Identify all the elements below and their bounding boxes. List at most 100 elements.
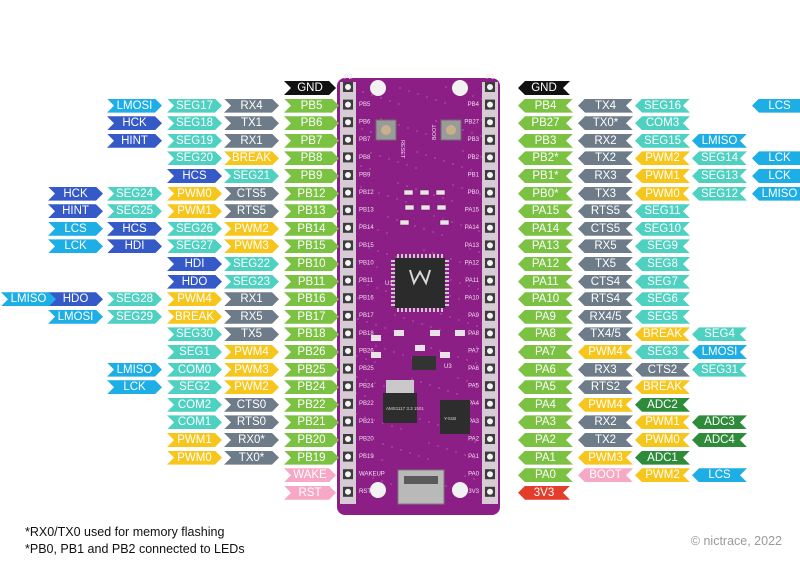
pcb-texture-dot — [421, 323, 423, 325]
mcu-pin — [445, 264, 449, 266]
header-pad-left — [345, 454, 351, 460]
silk-label-right: PA1 — [468, 454, 480, 460]
smd-component — [440, 220, 449, 225]
pcb-texture-dot — [397, 161, 399, 163]
pin-tag-tx5: TX5 — [578, 257, 633, 271]
pin-tag-pwm1: PWM1 — [167, 204, 222, 218]
pin-tag-pwm1: PWM1 — [635, 415, 690, 429]
pcb-texture-dot — [459, 261, 461, 263]
mcu-pin — [417, 308, 419, 312]
pin-tag-gnd: GND — [284, 81, 336, 95]
pcb-texture-dot — [480, 135, 482, 137]
mcu-pin — [433, 254, 435, 258]
pin-tag-pb20: PB20 — [284, 433, 339, 447]
smd-component — [371, 352, 381, 358]
pin-tag-com2: COM2 — [167, 398, 222, 412]
pcb-texture-dot — [425, 133, 427, 135]
usb-connector — [398, 470, 444, 504]
pcb-texture-dot — [385, 290, 387, 292]
pin-tag-hcs: HCS — [107, 222, 162, 236]
pin-tag-seg17: SEG17 — [167, 99, 222, 113]
silk-label-right: PA12 — [465, 260, 480, 266]
pcb-texture-dot — [450, 258, 452, 260]
silk-label-left: WAKEUP — [359, 472, 385, 478]
header-pad-left — [345, 119, 351, 125]
mcu-pin — [445, 276, 449, 278]
pcb-texture-dot — [447, 390, 449, 392]
pin-tag-seg1: SEG1 — [167, 345, 222, 359]
pcb-texture-dot — [464, 475, 466, 477]
pcb-texture-dot — [434, 157, 436, 159]
pin-tag-seg28: SEG28 — [107, 292, 162, 306]
pin-tag-lmosi: LMOSI — [48, 310, 103, 324]
pcb-texture-dot — [414, 225, 416, 227]
pin-tag-rst: RST — [284, 486, 336, 500]
pcb-texture-dot — [409, 452, 411, 454]
pcb-texture-dot — [398, 103, 400, 105]
pcb-texture-dot — [468, 285, 470, 287]
pcb-texture-dot — [452, 163, 454, 165]
pin-tag-pb21: PB21 — [284, 415, 339, 429]
pcb-texture-dot — [408, 90, 410, 92]
header-pad-right — [487, 207, 493, 213]
pcb-texture-dot — [460, 224, 462, 226]
pin-tag-rx5: RX5 — [224, 310, 279, 324]
pcb-texture-dot — [449, 316, 451, 318]
pin-tag-cts5: CTS5 — [224, 187, 279, 201]
pin-tag-tx2: TX2 — [578, 433, 633, 447]
pin-tag-seg22: SEG22 — [224, 257, 279, 271]
pin-tag-tx0-: TX0* — [224, 451, 279, 465]
pcb-texture-dot — [430, 326, 432, 328]
pin-tag-pa2: PA2 — [518, 433, 573, 447]
pcb-texture-dot — [451, 221, 453, 223]
crystal — [412, 356, 436, 370]
u1-label: U1 — [385, 281, 393, 287]
boot-label: BOOT — [432, 124, 438, 140]
pin-tag-pb4: PB4 — [518, 99, 573, 113]
pin-tag-rx4: RX4 — [224, 99, 279, 113]
pcb-texture-dot — [356, 355, 358, 357]
pin-tag-pb9: PB9 — [284, 169, 339, 183]
pcb-texture-dot — [391, 446, 393, 448]
mcu-pin — [405, 308, 407, 312]
pcb-texture-dot — [362, 91, 364, 93]
pin-tag-lck: LCK — [48, 239, 103, 253]
pcb-texture-dot — [437, 445, 439, 447]
pcb-texture-dot — [432, 231, 434, 233]
pcb-texture-dot — [399, 87, 401, 89]
header-pad-left — [345, 242, 351, 248]
silk-label-left: PB12 — [359, 190, 374, 196]
mcu-pin — [409, 308, 411, 312]
silk-label-left: PB13 — [359, 208, 374, 214]
pin-tag-pa7: PA7 — [518, 345, 573, 359]
pcb-texture-dot — [478, 251, 480, 253]
mcu-pin — [445, 284, 449, 286]
pcb-texture-dot — [367, 284, 369, 286]
pin-tag-pwm0: PWM0 — [167, 451, 222, 465]
header-pad-left — [345, 471, 351, 477]
pcb-texture-dot — [472, 95, 474, 97]
header-pad-left — [345, 366, 351, 372]
pin-tag-lcs: LCS — [752, 99, 800, 113]
boot-button — [446, 125, 456, 135]
pcb-texture-dot — [455, 451, 457, 453]
pin-tag-break: BREAK — [635, 380, 690, 394]
pin-tag-adc1: ADC1 — [635, 451, 690, 465]
header-pad-left — [345, 401, 351, 407]
pin-tag-pb6: PB6 — [284, 116, 339, 130]
header-pad-right — [487, 154, 493, 160]
pcb-texture-dot — [440, 313, 442, 315]
pin-tag-seg19: SEG19 — [167, 134, 222, 148]
pcb-texture-dot — [479, 193, 481, 195]
pcb-texture-dot — [382, 443, 384, 445]
pcb-texture-dot — [442, 197, 444, 199]
mcu-pin — [405, 254, 407, 258]
pin-tag-seg2: SEG2 — [167, 380, 222, 394]
silk-label-right: PA7 — [468, 348, 480, 354]
pcb-texture-dot — [459, 282, 461, 284]
pin-tag-seg9: SEG9 — [635, 239, 690, 253]
silk-label-left: PB15 — [359, 243, 374, 249]
pin-tag-pb15: PB15 — [284, 239, 339, 253]
pin-tag-hdi: HDI — [107, 239, 162, 253]
